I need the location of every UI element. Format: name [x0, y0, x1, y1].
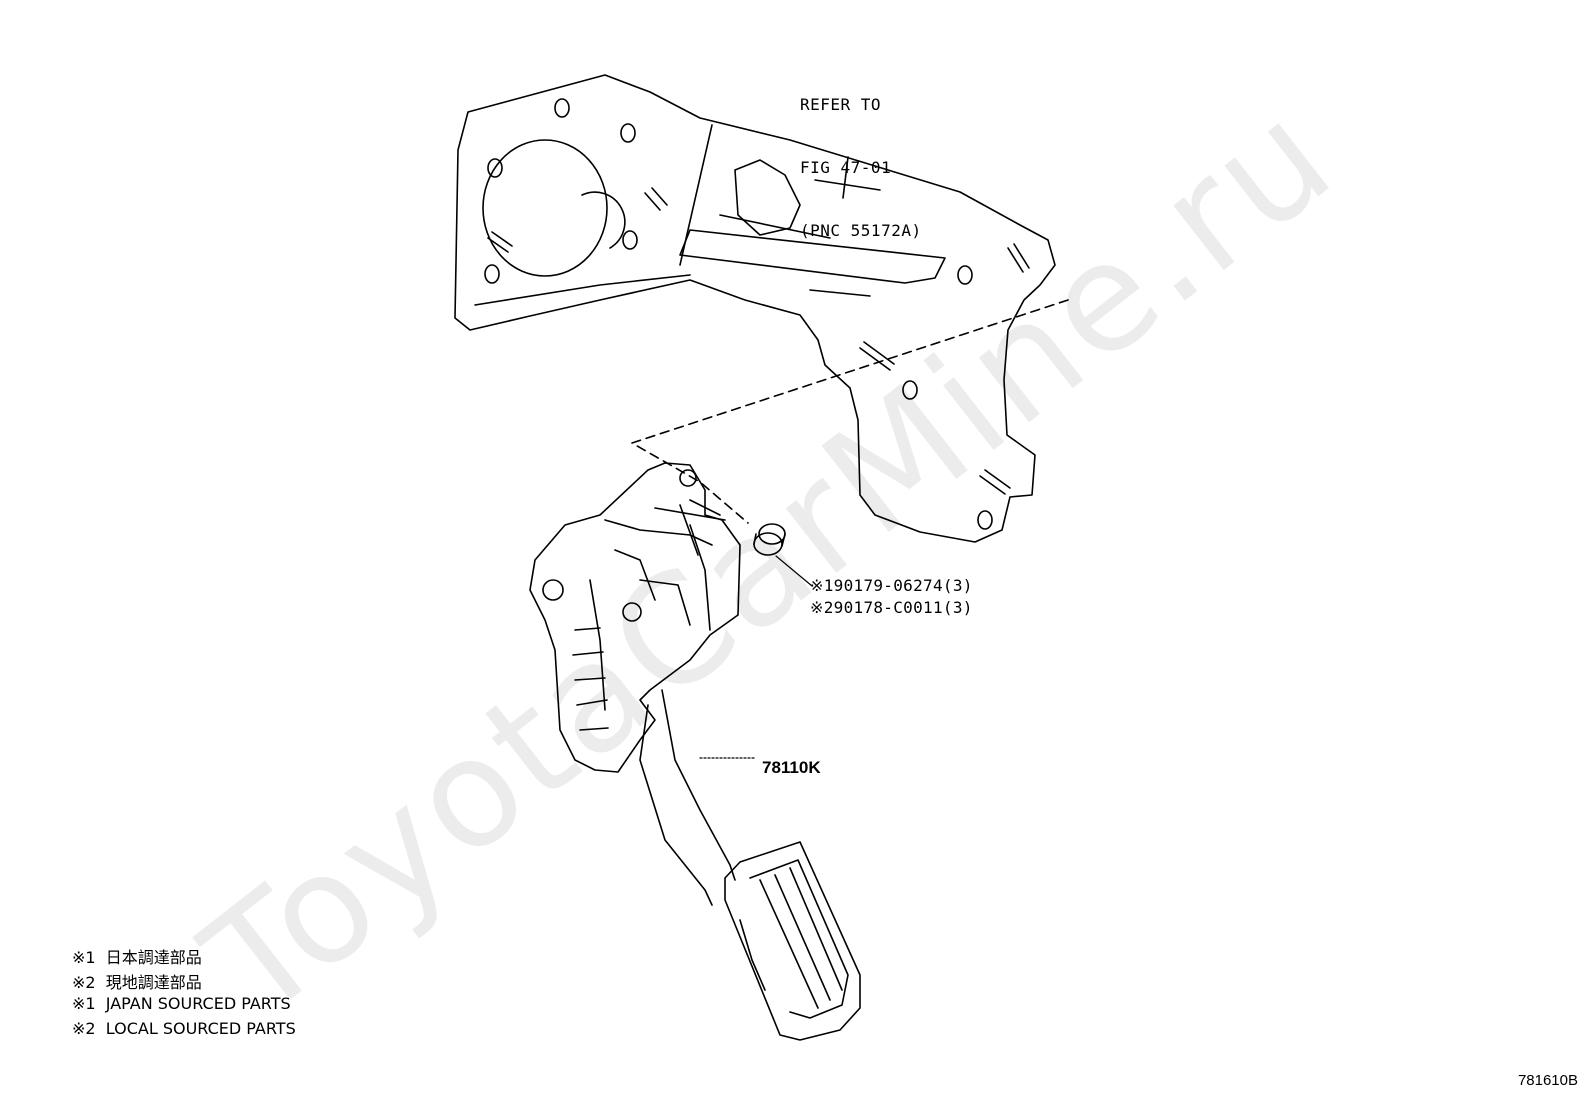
refer-note-line-3: (PNC 55172A) — [800, 221, 922, 240]
legend-line-3: ※1 JAPAN SOURCED PARTS — [72, 994, 291, 1013]
accelerator-pedal — [529, 462, 861, 1041]
part-number-1-value: 90179-06274(3) — [833, 576, 973, 595]
illustration-id: 781610B — [1517, 1072, 1578, 1089]
legend-line-4: ※2 LOCAL SOURCED PARTS — [72, 1019, 296, 1038]
refer-note-line-1: REFER TO — [800, 95, 882, 114]
part-number-2: ※290178-C0011(3) — [810, 598, 973, 617]
nut-part — [753, 523, 786, 556]
mounting-guide-line — [631, 299, 1069, 524]
part-number-2-value: 90178-C0011(3) — [833, 598, 973, 617]
part-marker-2: ※2 — [810, 598, 834, 617]
part-marker-1: ※1 — [810, 576, 834, 595]
refer-note: REFER TO FIG 47-01 (PNC 55172A) — [800, 52, 922, 283]
pedal-part-label: 78110K — [762, 758, 821, 777]
nut-leader-line — [775, 555, 813, 587]
mounting-bracket — [454, 74, 1056, 543]
legend-line-2: ※2 現地調達部品 — [72, 973, 202, 992]
part-number-1: ※190179-06274(3) — [810, 576, 973, 595]
refer-note-line-2: FIG 47-01 — [800, 158, 892, 177]
legend-line-1: ※1 日本調達部品 — [72, 948, 202, 967]
